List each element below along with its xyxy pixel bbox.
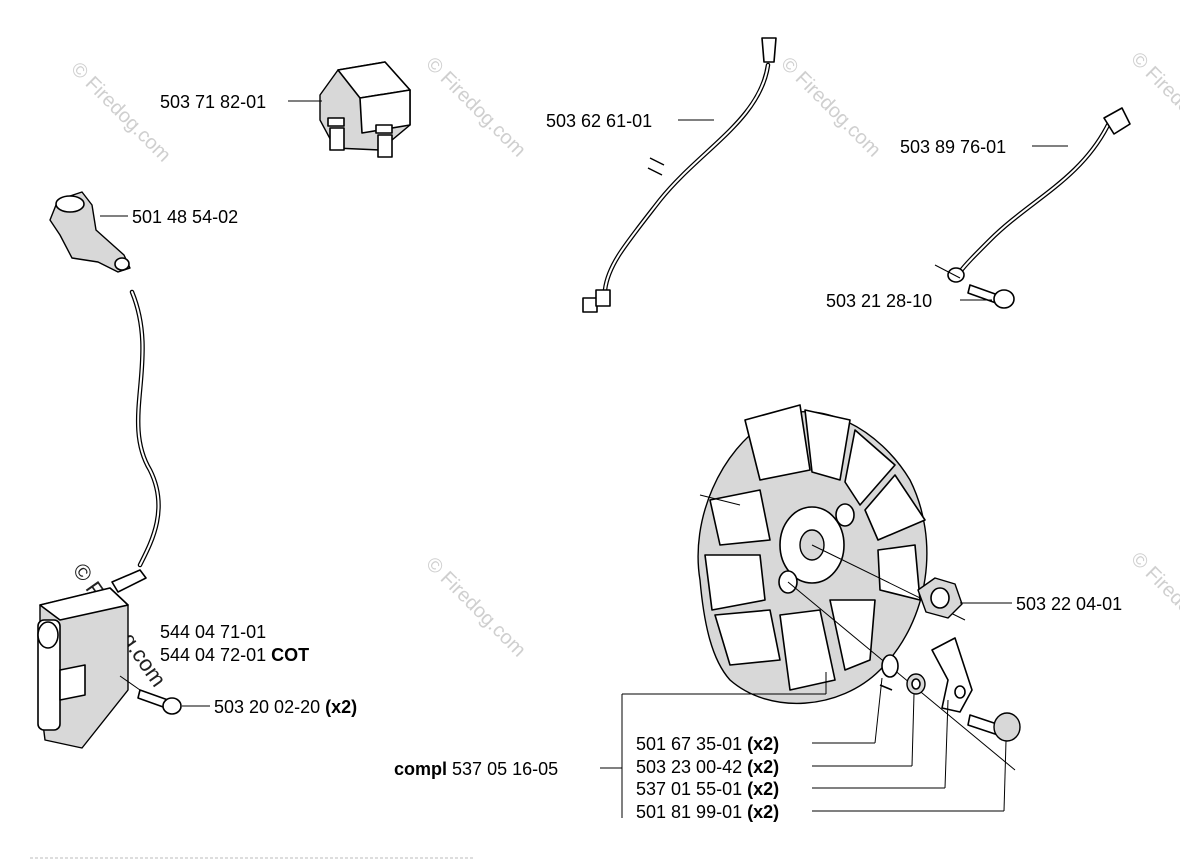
spacer-part — [906, 673, 926, 695]
part-number-nut: 503 22 04-01 — [1016, 594, 1122, 614]
switch-part — [319, 61, 411, 158]
compl-prefix: compl — [394, 759, 447, 779]
coil-screw-part — [137, 689, 182, 715]
part-number-cable-screw: 503 21 28-10 — [826, 291, 932, 311]
part-number-kit-4: 501 81 99-01 (x2) — [636, 802, 779, 822]
watermarks: © Firedog.com © Firedog.com © Firedog.co… — [66, 48, 1180, 691]
flywheel-part — [697, 404, 928, 705]
watermark: © Firedog.com — [776, 53, 885, 162]
spark-plug-boot-part — [49, 191, 131, 273]
kit-4-number: 501 81 99-01 — [636, 802, 742, 822]
part-number-coil-1: 544 04 71-01 — [160, 622, 266, 642]
washer-part — [879, 654, 899, 691]
flywheel-nut-part — [917, 577, 963, 619]
compl-number: 537 05 16-05 — [452, 759, 558, 779]
kit-1-qty: (x2) — [747, 734, 779, 754]
part-number-boot: 501 48 54-02 — [132, 207, 238, 227]
watermark: © Firedog.com — [421, 53, 530, 162]
watermark: © Firedog.com — [421, 553, 530, 662]
cable-screw-part — [967, 284, 1015, 309]
short-circuit-cable-part — [582, 37, 777, 313]
part-number-coil-2: 544 04 72-01 COT — [160, 645, 309, 665]
watermark: © Firedog.com — [66, 58, 175, 167]
kit-1-number: 501 67 35-01 — [636, 734, 742, 754]
part-number-kit-2: 503 23 00-42 (x2) — [636, 757, 779, 777]
coil-screw-qty: (x2) — [325, 697, 357, 717]
pawl-part — [931, 637, 973, 713]
kit-4-qty: (x2) — [747, 802, 779, 822]
kit-2-number: 503 23 00-42 — [636, 757, 742, 777]
coil-2-number: 544 04 72-01 — [160, 645, 266, 665]
coil-2-suffix: COT — [271, 645, 309, 665]
watermark: © Firedog.com — [1126, 548, 1180, 657]
part-number-cable-b: 503 89 76-01 — [900, 137, 1006, 157]
kit-3-qty: (x2) — [747, 779, 779, 799]
coil-screw-number: 503 20 02-20 — [214, 697, 320, 717]
watermark: © Firedog.com — [1126, 48, 1180, 157]
part-number-switch: 503 71 82-01 — [160, 92, 266, 112]
kit-2-qty: (x2) — [747, 757, 779, 777]
ground-cable-part — [934, 107, 1131, 283]
pawl-screw-part — [967, 712, 1021, 742]
part-number-kit-1: 501 67 35-01 (x2) — [636, 734, 779, 754]
part-number-compl: compl 537 05 16-05 — [394, 759, 558, 779]
kit-3-number: 537 01 55-01 — [636, 779, 742, 799]
ignition-coil-part — [37, 569, 147, 749]
part-number-cable-a: 503 62 61-01 — [546, 111, 652, 131]
part-number-coil-screw: 503 20 02-20 (x2) — [214, 697, 357, 717]
part-number-kit-3: 537 01 55-01 (x2) — [636, 779, 779, 799]
